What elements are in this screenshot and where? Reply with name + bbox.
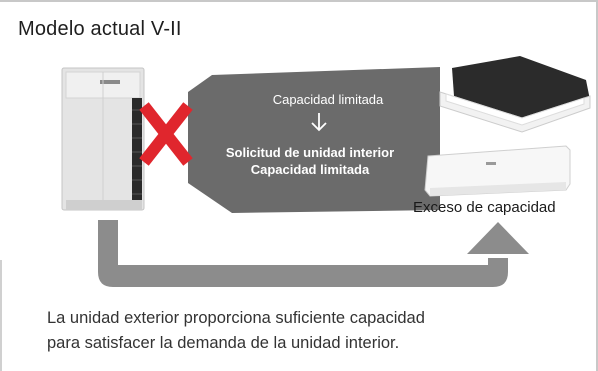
description-line-1: La unidad exterior proporciona suficient… <box>47 309 425 327</box>
page-title: Modelo actual V-II <box>18 18 182 40</box>
description-text: La unidad exterior proporciona suficient… <box>47 306 567 356</box>
panel-left-border <box>0 260 2 371</box>
indoor-excess-label: Exceso de capacidad <box>413 199 556 216</box>
flow-label-limited-line: Capacidad limitada <box>250 162 370 177</box>
ceiling-cassette-unit-image <box>439 56 591 133</box>
flow-label-capacity: Capacidad limitada <box>272 92 384 107</box>
outdoor-unit-image <box>61 67 145 211</box>
return-arrow <box>98 220 529 287</box>
red-x-icon <box>139 102 193 166</box>
wall-mounted-unit-image <box>424 145 571 197</box>
description-line-2: para satisfacer la demanda de la unidad … <box>47 334 400 352</box>
flow-label-request-line: Solicitud de unidad interior <box>225 145 395 160</box>
flow-label-request: Solicitud de unidad interior Capacidad l… <box>200 144 420 178</box>
arrow-down-icon <box>311 113 327 132</box>
capacity-flow-band <box>188 67 440 213</box>
